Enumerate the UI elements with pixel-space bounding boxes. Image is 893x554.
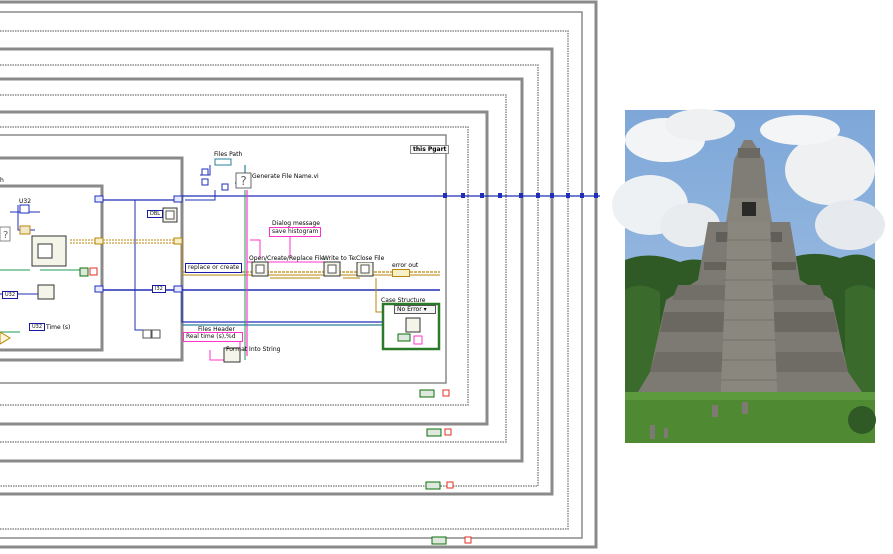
time-s-label: Time (s) <box>46 324 71 331</box>
temple-photo <box>612 109 885 443</box>
save-histogram-constant[interactable]: save histogram <box>269 227 322 237</box>
error-out-indicator[interactable] <box>392 269 410 277</box>
svg-text:?: ? <box>3 230 8 241</box>
open-create-replace-label: Open/Create/Replace File <box>249 255 325 262</box>
svg-text:?: ? <box>240 174 246 188</box>
generate-file-name-label: Generate File Name.vi <box>252 173 319 180</box>
structure-frames <box>0 0 598 549</box>
loop-condition[interactable] <box>79 267 89 277</box>
u32-time-indicator[interactable]: U32 <box>29 323 46 331</box>
i32-terminal[interactable]: I32 <box>152 285 166 293</box>
frame-6[interactable] <box>0 77 524 463</box>
format-into-string-label: Format Into String <box>226 346 281 353</box>
simple-error-handler[interactable] <box>405 317 421 333</box>
frame-7[interactable] <box>0 94 507 443</box>
chevron-down-icon: ▾ <box>423 306 427 313</box>
frame-8[interactable] <box>0 110 489 426</box>
inner-case-frame[interactable] <box>0 184 104 352</box>
no-error-label: No Error <box>397 306 422 313</box>
nodes: ? ? <box>0 158 441 363</box>
frame-label: this Pgart <box>410 145 450 154</box>
u32-label: U32 <box>19 198 32 205</box>
frame-4[interactable] <box>0 47 554 496</box>
frame-9[interactable] <box>0 126 469 406</box>
generate-file-name-vi[interactable] <box>235 172 252 189</box>
case-selector[interactable]: No Error ▾ <box>394 305 436 314</box>
loop-stop-terminals <box>419 389 472 545</box>
write-to-text-label: Write to Text File <box>323 255 373 262</box>
files-path-label: Files Path <box>214 151 243 158</box>
frame-10[interactable] <box>0 134 447 384</box>
real-time-format-constant[interactable]: Real time (s),%d <box>183 332 243 342</box>
error-out-label: error out <box>392 262 419 269</box>
close-file-label: Close File <box>356 255 385 262</box>
case-structure-label: Case Structure <box>381 297 426 304</box>
frame-5[interactable] <box>0 64 539 487</box>
files-path-terminal[interactable] <box>214 158 232 166</box>
dbl-terminal[interactable]: DBL <box>147 210 164 218</box>
multiply-node[interactable] <box>0 331 11 345</box>
u32-indicator[interactable] <box>19 204 30 214</box>
frame-3[interactable] <box>0 30 569 530</box>
dialog-message-label: Dialog message <box>272 220 320 227</box>
files-header-label: Files Header <box>198 326 235 333</box>
wires <box>0 165 600 361</box>
frame-outer-1[interactable] <box>0 0 598 549</box>
replace-or-create-constant[interactable]: replace or create <box>185 263 243 273</box>
frame-2[interactable] <box>0 11 583 539</box>
loop-label: h <box>0 177 4 184</box>
format-into-string-node[interactable] <box>223 347 241 363</box>
u32-shift-terminal[interactable]: U32 <box>2 291 19 299</box>
